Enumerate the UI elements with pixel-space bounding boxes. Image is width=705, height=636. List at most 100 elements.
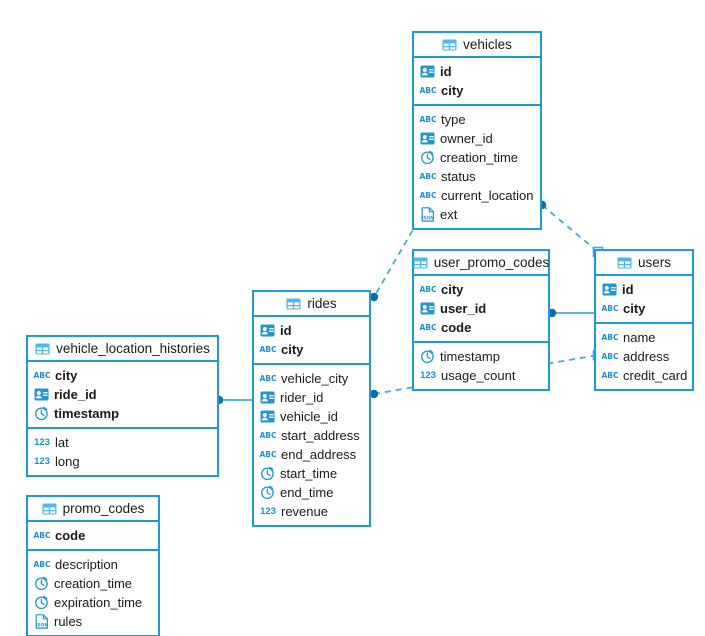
- table-icon: [35, 341, 50, 356]
- field-row-vehicles-owner_id[interactable]: owner_id: [414, 129, 540, 148]
- field-label: credit_card: [623, 368, 688, 383]
- field-row-rides-end_time[interactable]: end_time: [254, 483, 369, 502]
- field-label: start_time: [280, 466, 338, 481]
- table-header-rides[interactable]: rides: [254, 292, 369, 317]
- field-row-vehicle_location_histories-timestamp[interactable]: timestamp: [28, 404, 217, 423]
- field-row-users-id[interactable]: id: [596, 280, 692, 299]
- abc-icon: ABC: [33, 531, 51, 540]
- abc-icon: ABC: [419, 115, 437, 124]
- rel-vehicles-user_promo_codes-to-marker: [369, 292, 379, 302]
- field-label: ext: [440, 207, 458, 222]
- field-row-vehicle_location_histories-ride_id[interactable]: ride_id: [28, 385, 217, 404]
- field-label: current_location: [441, 188, 534, 203]
- field-label: id: [280, 323, 292, 338]
- field-row-rides-rider_id[interactable]: rider_id: [254, 388, 369, 407]
- field-label: end_address: [281, 447, 357, 462]
- field-row-rides-start_time[interactable]: start_time: [254, 464, 369, 483]
- table-header-vehicles[interactable]: vehicles: [414, 33, 540, 58]
- primary-key-section-promo_codes: ABC code: [28, 522, 158, 549]
- field-row-vehicles-id[interactable]: id: [414, 62, 540, 81]
- abc-icon: ABC: [259, 374, 277, 383]
- table-icon: [42, 501, 57, 516]
- table-header-user_promo_codes[interactable]: user_promo_codes: [413, 251, 550, 276]
- abc-icon: ABC: [259, 345, 277, 354]
- table-icon: [286, 296, 301, 311]
- field-label: creation_time: [54, 576, 133, 591]
- field-row-rides-id[interactable]: id: [254, 321, 369, 340]
- abc-icon: ABC: [419, 191, 437, 200]
- table-icon: [442, 37, 457, 52]
- field-row-promo_codes-creation_time[interactable]: creation_time: [28, 574, 158, 593]
- field-label: timestamp: [440, 349, 500, 364]
- field-row-user_promo_codes-user_id[interactable]: user_id: [414, 299, 548, 318]
- field-label: owner_id: [440, 131, 493, 146]
- field-row-promo_codes-code[interactable]: ABC code: [28, 526, 158, 545]
- field-label: ride_id: [54, 387, 97, 402]
- id-card-icon: [260, 409, 275, 424]
- clock-icon: [420, 150, 435, 165]
- field-row-rides-vehicle_id[interactable]: vehicle_id: [254, 407, 369, 426]
- field-label: start_address: [281, 428, 360, 443]
- field-row-vehicles-ext[interactable]: JSON ext: [414, 205, 540, 224]
- clock-icon: [260, 466, 275, 481]
- 123-icon: 123: [34, 456, 50, 467]
- svg-text:JSON: JSON: [421, 215, 434, 221]
- table-icon: [617, 255, 632, 270]
- field-row-promo_codes-expiration_time[interactable]: expiration_time: [28, 593, 158, 612]
- field-row-user_promo_codes-timestamp[interactable]: timestamp: [414, 347, 548, 366]
- abc-icon: ABC: [419, 86, 437, 95]
- table-header-promo_codes[interactable]: promo_codes: [28, 497, 158, 522]
- table-title: vehicles: [463, 37, 512, 52]
- abc-icon: ABC: [419, 285, 437, 294]
- table-title: users: [637, 255, 671, 270]
- field-label: code: [55, 528, 86, 543]
- field-row-vehicles-type[interactable]: ABC type: [414, 110, 540, 129]
- field-label: vehicle_id: [280, 409, 338, 424]
- field-row-vehicles-current_location[interactable]: ABC current_location: [414, 186, 540, 205]
- field-row-vehicles-creation_time[interactable]: creation_time: [414, 148, 540, 167]
- field-label: timestamp: [54, 406, 120, 421]
- 123-icon: 123: [260, 506, 276, 517]
- clock-icon: [34, 406, 49, 421]
- table-icon: [413, 255, 428, 270]
- table-header-vehicle_location_histories[interactable]: vehicle_location_histories: [28, 337, 217, 362]
- field-label: type: [441, 112, 466, 127]
- abc-icon: ABC: [33, 560, 51, 569]
- abc-icon: ABC: [601, 333, 619, 342]
- field-label: id: [440, 64, 452, 79]
- abc-icon: ABC: [419, 172, 437, 181]
- 123-icon: 123: [420, 370, 436, 381]
- table-header-users[interactable]: users: [596, 251, 692, 276]
- id-card-icon: [260, 390, 275, 405]
- table-title: user_promo_codes: [433, 255, 550, 270]
- field-label: expiration_time: [54, 595, 143, 610]
